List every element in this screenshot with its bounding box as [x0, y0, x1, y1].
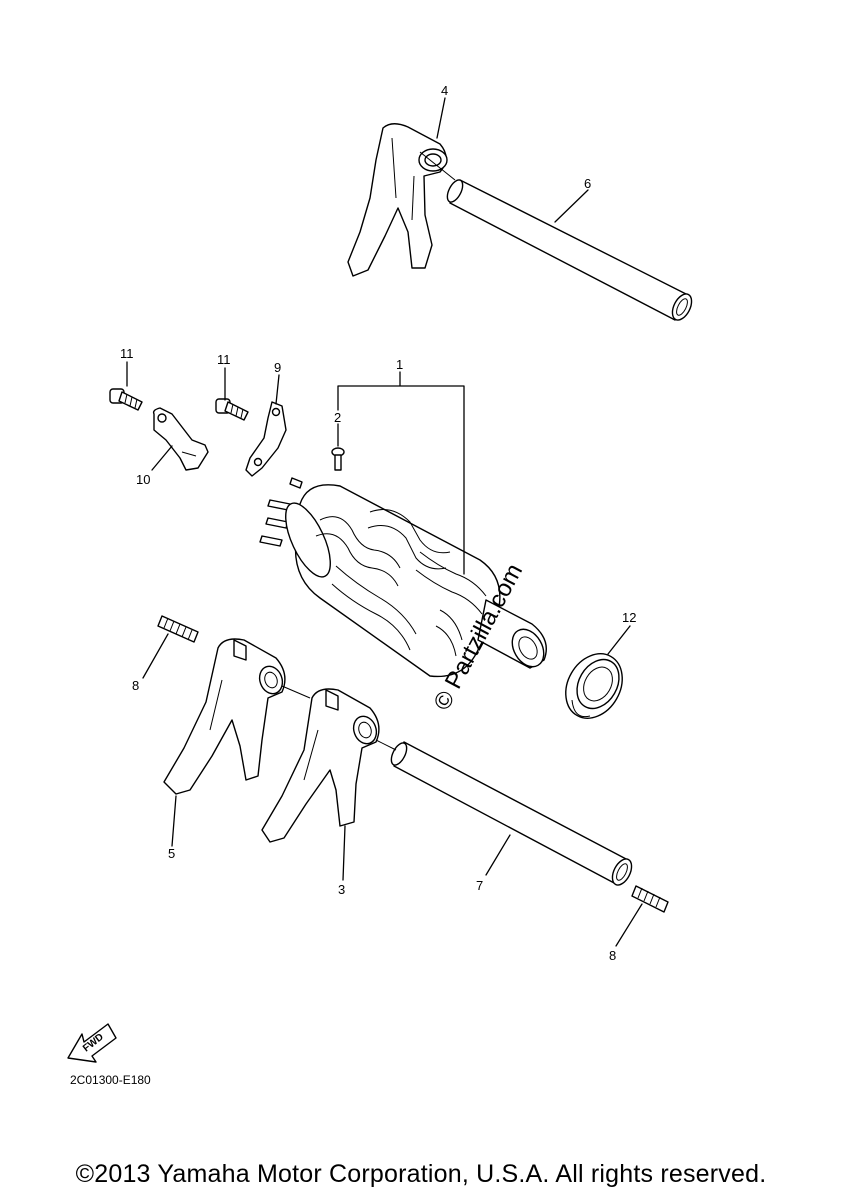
callout-9: 9: [274, 360, 281, 375]
spring-upper[interactable]: [157, 615, 199, 643]
shift-fork-left[interactable]: [163, 638, 286, 795]
callout-1: 1: [396, 357, 403, 372]
screw-left[interactable]: [109, 388, 143, 411]
shift-drum[interactable]: [259, 477, 550, 678]
callout-10: 10: [136, 472, 150, 487]
callout-labels: 4 6 1 2 11 11 9 10 12 8 5 3 7 8: [120, 83, 636, 963]
callout-11-right: 11: [217, 352, 231, 367]
fwd-arrow-icon: FWD: [67, 1023, 117, 1063]
callout-4: 4: [441, 83, 448, 98]
stopper-lever[interactable]: [152, 407, 209, 471]
callout-8-lower: 8: [609, 948, 616, 963]
shift-fork-shaft-lower[interactable]: [388, 741, 635, 889]
callout-7: 7: [476, 878, 483, 893]
segment-plate[interactable]: [245, 401, 287, 477]
shift-fork-right[interactable]: [261, 688, 380, 843]
axis-line-upper: [419, 151, 456, 181]
callout-6: 6: [584, 176, 591, 191]
callout-8-upper: 8: [132, 678, 139, 693]
bearing[interactable]: [554, 644, 633, 729]
callout-12: 12: [622, 610, 636, 625]
screw-right[interactable]: [215, 398, 249, 421]
shift-fork-upper[interactable]: [347, 123, 448, 277]
callout-3: 3: [338, 882, 345, 897]
spring-lower[interactable]: [631, 885, 669, 913]
callout-2: 2: [334, 410, 341, 425]
shift-fork-shaft-upper[interactable]: [444, 178, 695, 324]
copyright-notice: ©2013 Yamaha Motor Corporation, U.S.A. A…: [75, 1160, 767, 1188]
callout-11-left: 11: [120, 346, 134, 361]
leader-lines: [126, 97, 643, 947]
drum-pin[interactable]: [331, 447, 345, 471]
diagram-code: 2C01300-E180: [70, 1073, 151, 1087]
axis-line-lower: [281, 685, 397, 751]
callout-5: 5: [168, 846, 175, 861]
